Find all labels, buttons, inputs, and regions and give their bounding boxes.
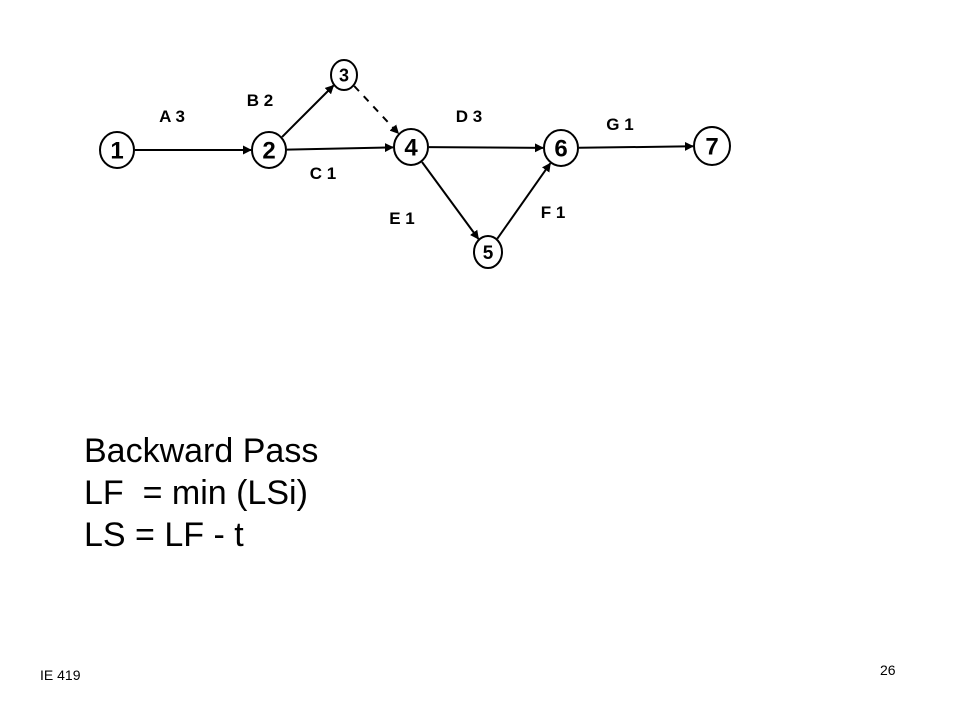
node-circle (543, 129, 579, 167)
node-label: 5 (483, 243, 494, 264)
activity-label-e: E 1 (389, 209, 415, 228)
dummy-activity-arrow (353, 85, 400, 135)
activity-arrow-e (421, 161, 480, 240)
activity-arrow-g (578, 141, 694, 151)
event-node-4: 4 (393, 128, 429, 166)
event-node-7: 7 (693, 126, 731, 166)
activity-label-a: A 3 (159, 107, 185, 126)
node-circle (251, 131, 287, 169)
activity-labels: A 3 B 2 C 1 D 3 E 1 F 1 G 1 (159, 91, 634, 228)
event-node-5: 5 (473, 235, 503, 269)
network-diagram: 1 2 3 4 5 6 7 A 3 B 2 C 1 D 3 E 1 F 1 G 1 (99, 59, 731, 269)
activity-label-c: C 1 (310, 164, 336, 183)
event-node-6: 6 (543, 129, 579, 167)
node-circle (393, 128, 429, 166)
event-node-1: 1 (99, 131, 135, 169)
node-circle (473, 235, 503, 269)
node-label: 2 (262, 138, 275, 165)
node-label: 3 (339, 65, 349, 85)
activity-arrow-d (428, 143, 544, 153)
course-footer: IE 419 (40, 667, 81, 683)
activity-arrow-f (496, 162, 552, 240)
activity-arrow-c (286, 143, 394, 153)
event-node-2: 2 (251, 131, 287, 169)
node-label: 7 (705, 134, 718, 161)
node-circle (330, 59, 358, 91)
node-label: 1 (110, 138, 123, 165)
node-label: 4 (404, 135, 418, 162)
activity-label-g: G 1 (606, 115, 633, 134)
node-label: 6 (554, 136, 567, 163)
backward-pass-title: Backward Pass (84, 432, 319, 470)
page-number: 26 (880, 662, 896, 678)
activity-edges (135, 84, 694, 240)
node-circle (693, 126, 731, 166)
activity-arrow-b (281, 84, 335, 138)
activity-label-b: B 2 (247, 91, 273, 110)
formula-block: Backward Pass LF = min (LSi) LS = LF - t (84, 430, 318, 556)
node-circle (99, 131, 135, 169)
event-node-3: 3 (330, 59, 358, 91)
activity-label-d: D 3 (456, 107, 482, 126)
event-nodes: 1 2 3 4 5 6 7 (99, 59, 731, 269)
activity-label-f: F 1 (541, 203, 566, 222)
ls-formula: LS = LF - t (84, 516, 244, 554)
lf-formula: LF = min (LSi) (84, 474, 308, 512)
